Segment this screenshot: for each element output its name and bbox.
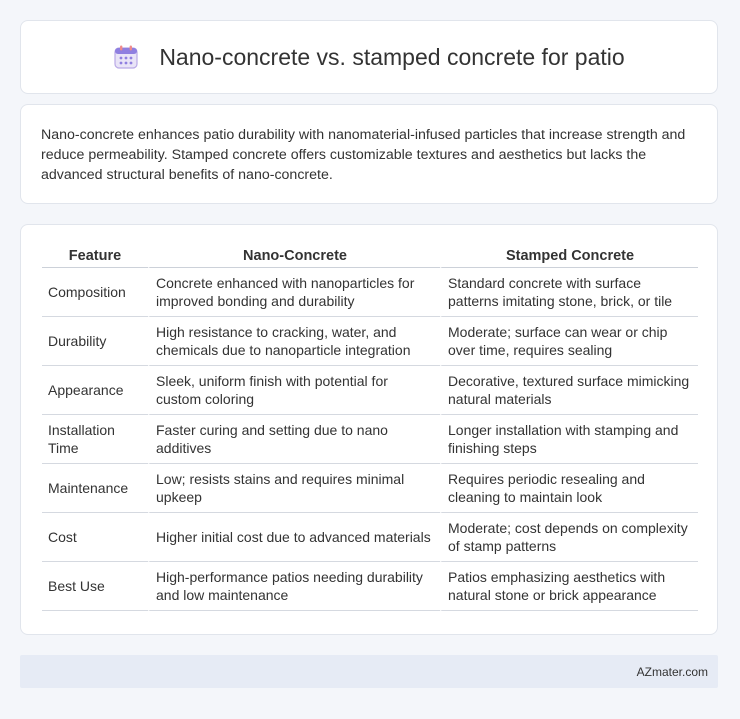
footer-bar: AZmater.com <box>20 655 718 688</box>
table-row: Maintenance Low; resists stains and requ… <box>42 464 698 513</box>
row-feature: Composition <box>42 268 148 317</box>
table-row: Best Use High-performance patios needing… <box>42 562 698 611</box>
row-feature: Cost <box>42 513 148 562</box>
table-row: Appearance Sleek, uniform finish with po… <box>42 366 698 415</box>
row-stamped-value: Moderate; surface can wear or chip over … <box>440 317 698 366</box>
row-stamped-value: Patios emphasizing aesthetics with natur… <box>440 562 698 611</box>
row-stamped-value: Moderate; cost depends on complexity of … <box>440 513 698 562</box>
table-row: Installation Time Faster curing and sett… <box>42 415 698 464</box>
row-feature: Maintenance <box>42 464 148 513</box>
row-stamped-value: Longer installation with stamping and fi… <box>440 415 698 464</box>
header-feature: Feature <box>42 243 148 268</box>
row-feature: Installation Time <box>42 415 148 464</box>
table-row: Composition Concrete enhanced with nanop… <box>42 268 698 317</box>
row-feature: Appearance <box>42 366 148 415</box>
row-nano-value: Higher initial cost due to advanced mate… <box>148 513 440 562</box>
row-nano-value: High-performance patios needing durabili… <box>148 562 440 611</box>
footer-brand: AZmater.com <box>636 664 708 679</box>
title-card: Nano-concrete vs. stamped concrete for p… <box>20 20 718 94</box>
row-feature: Best Use <box>42 562 148 611</box>
row-nano-value: Concrete enhanced with nanoparticles for… <box>148 268 440 317</box>
calendar-icon <box>113 44 139 70</box>
table-row: Cost Higher initial cost due to advanced… <box>42 513 698 562</box>
table-row: Durability High resistance to cracking, … <box>42 317 698 366</box>
row-nano-value: High resistance to cracking, water, and … <box>148 317 440 366</box>
row-nano-value: Low; resists stains and requires minimal… <box>148 464 440 513</box>
comparison-table: Feature Nano-Concrete Stamped Concrete C… <box>42 243 698 611</box>
summary-text: Nano-concrete enhances patio durability … <box>41 127 686 183</box>
row-nano-value: Sleek, uniform finish with potential for… <box>148 366 440 415</box>
row-feature: Durability <box>42 317 148 366</box>
row-stamped-value: Standard concrete with surface patterns … <box>440 268 698 317</box>
page-title: Nano-concrete vs. stamped concrete for p… <box>159 43 625 70</box>
row-stamped-value: Decorative, textured surface mimicking n… <box>440 366 698 415</box>
table-header-row: Feature Nano-Concrete Stamped Concrete <box>42 243 698 268</box>
summary-card: Nano-concrete enhances patio durability … <box>20 104 718 204</box>
row-stamped-value: Requires periodic resealing and cleaning… <box>440 464 698 513</box>
header-nano-concrete: Nano-Concrete <box>148 243 440 268</box>
comparison-table-card: Feature Nano-Concrete Stamped Concrete C… <box>20 224 718 635</box>
row-nano-value: Faster curing and setting due to nano ad… <box>148 415 440 464</box>
header-stamped-concrete: Stamped Concrete <box>440 243 698 268</box>
